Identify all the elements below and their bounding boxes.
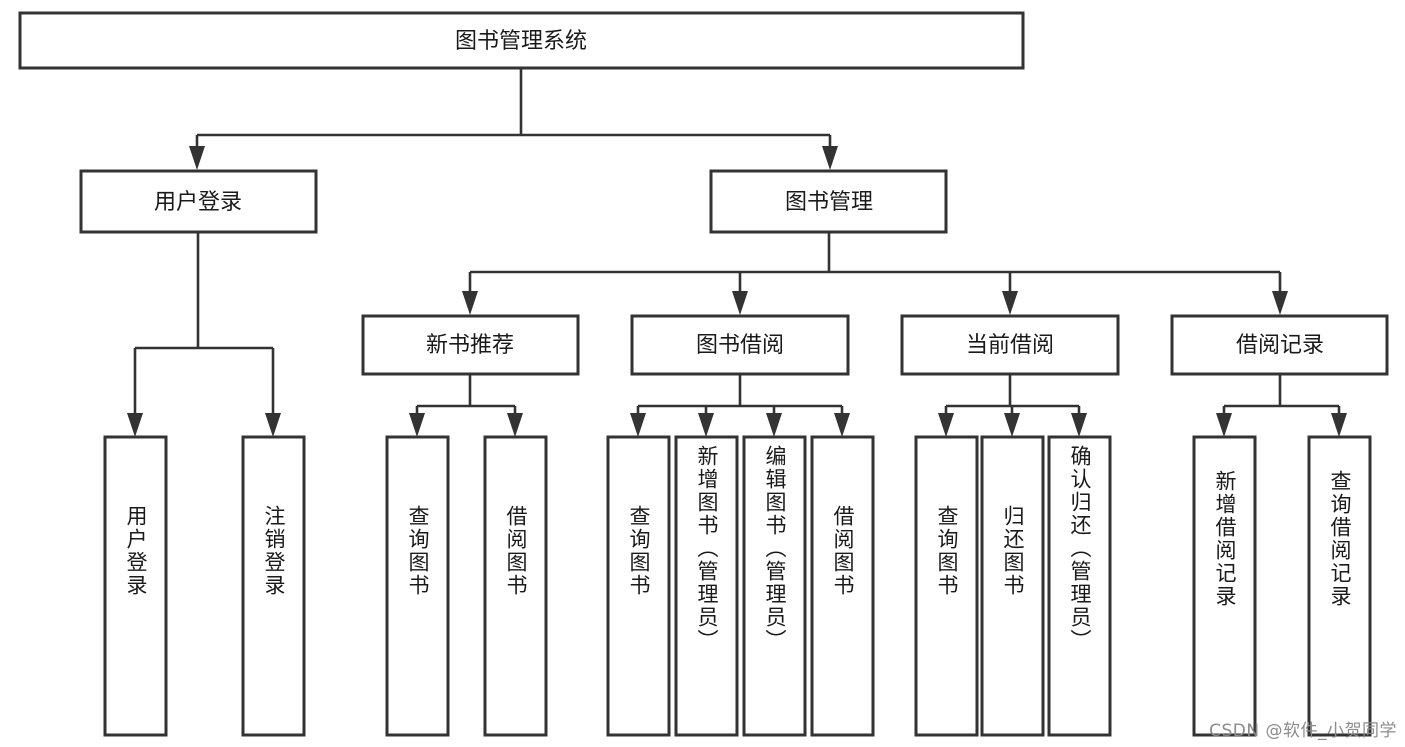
arrow-head-icon — [732, 291, 748, 315]
arrow-head-icon — [1272, 291, 1288, 315]
arrow-head-icon — [189, 146, 205, 170]
node-borrow-records-label: 借阅记录 — [1236, 333, 1324, 358]
node-root[interactable]: 图书管理系统 — [18, 11, 1025, 70]
node-book-borrow[interactable]: 图书借阅 — [630, 314, 850, 376]
connector-user-login-to-leaves — [127, 232, 281, 437]
node-book-management-label: 图书管理 — [785, 190, 873, 215]
node-user-login-label: 用户登录 — [154, 190, 242, 215]
leaf-box-add-book[interactable] — [674, 435, 739, 737]
arrow-head-icon — [1216, 413, 1232, 437]
node-book-borrow-label: 图书借阅 — [696, 333, 784, 358]
arrow-head-icon — [409, 413, 425, 437]
connector-current-borrow-to-leaves — [938, 374, 1087, 437]
node-new-book-recommend-label: 新书推荐 — [426, 333, 514, 358]
arrow-head-icon — [766, 413, 782, 437]
arrow-head-icon — [1071, 413, 1087, 437]
connector-book-borrow-to-leaves — [630, 374, 850, 437]
node-current-borrow-box — [900, 314, 1120, 376]
leaf-box-confirm-return[interactable] — [1047, 435, 1112, 737]
connector-root-to-level2 — [189, 68, 838, 170]
leaf-box-borrow-book-1[interactable] — [483, 435, 548, 737]
leaf-box-query-book-3[interactable] — [914, 435, 979, 737]
node-root-box — [18, 11, 1025, 70]
arrow-head-icon — [822, 146, 838, 170]
arrow-head-icon — [1004, 413, 1020, 437]
leaf-box-user-login[interactable] — [103, 435, 168, 737]
arrow-head-icon — [127, 413, 143, 437]
node-new-book-recommend-box — [361, 314, 580, 376]
arrow-head-icon — [462, 291, 478, 315]
arrow-head-icon — [1331, 413, 1347, 437]
leaf-box-query-book-2[interactable] — [606, 435, 671, 737]
connector-new-book-recommend-to-leaves — [409, 374, 523, 437]
arrow-head-icon — [698, 413, 714, 437]
arrow-head-icon — [1002, 291, 1018, 315]
node-book-management[interactable]: 图书管理 — [709, 169, 948, 234]
leaf-box-borrow-book-2[interactable] — [810, 435, 875, 737]
node-borrow-records[interactable]: 借阅记录 — [1170, 314, 1389, 376]
leaf-box-logout[interactable] — [241, 435, 306, 737]
node-new-book-recommend[interactable]: 新书推荐 — [361, 314, 580, 376]
arrow-head-icon — [630, 413, 646, 437]
node-current-borrow-label: 当前借阅 — [966, 333, 1054, 358]
leaf-box-add-record[interactable] — [1192, 435, 1257, 737]
leaf-box-query-book-1[interactable] — [385, 435, 450, 737]
node-user-login-box — [79, 169, 318, 234]
connector-book-management-to-level3 — [462, 232, 1288, 315]
arrow-head-icon — [938, 413, 954, 437]
leaf-box-return-book[interactable] — [980, 435, 1045, 737]
arrow-head-icon — [507, 413, 523, 437]
node-current-borrow[interactable]: 当前借阅 — [900, 314, 1120, 376]
arrow-head-icon — [834, 413, 850, 437]
arrow-head-icon — [265, 413, 281, 437]
leaf-box-edit-book[interactable] — [742, 435, 807, 737]
connector-borrow-records-to-leaves — [1216, 374, 1347, 437]
node-user-login[interactable]: 用户登录 — [79, 169, 318, 234]
leaf-box-query-record[interactable] — [1307, 435, 1372, 737]
node-root-label: 图书管理系统 — [455, 29, 587, 54]
watermark: CSDN @软件_小贺同学 — [1209, 721, 1397, 741]
